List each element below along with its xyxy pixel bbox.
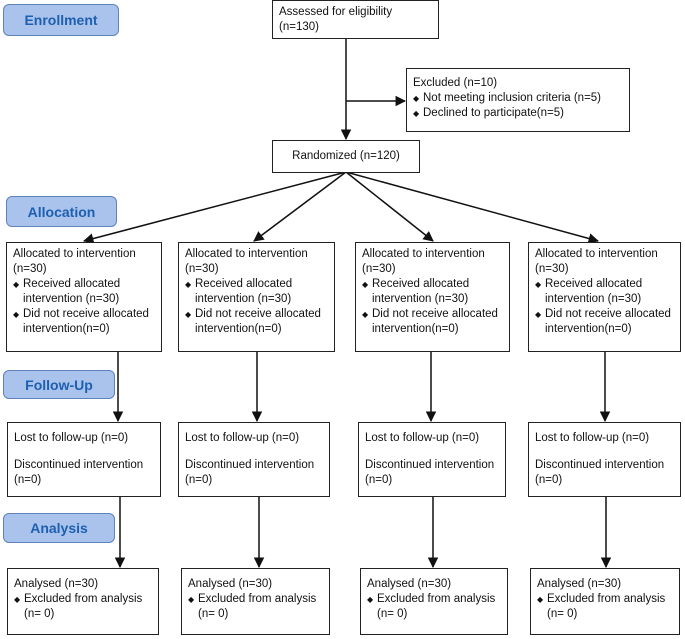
excluded-item: ◆ Declined to participate(n=5) bbox=[413, 106, 623, 121]
diamond-bullet-icon: ◆ bbox=[13, 310, 20, 319]
allocation-received-text: Received allocated intervention (n=30) bbox=[372, 278, 470, 305]
analysis-excluded: ◆Excluded from analysis (n= 0) bbox=[537, 592, 673, 622]
allocation-received: ◆Received allocated intervention (n=30) bbox=[13, 277, 155, 307]
analysis-excluded-text: Excluded from analysis (n= 0) bbox=[377, 593, 496, 620]
diamond-bullet-icon: ◆ bbox=[535, 280, 542, 289]
allocation-box-arm-4: Allocated to intervention (n=30) ◆Receiv… bbox=[528, 242, 681, 352]
excluded-item-text: Declined to participate(n=5) bbox=[423, 107, 564, 119]
analysis-analysed: Analysed (n=30) bbox=[188, 578, 273, 590]
followup-box-arm-3: Lost to follow-up (n=0) Discontinued int… bbox=[358, 422, 506, 497]
excluded-title: Excluded (n=10) bbox=[413, 77, 498, 89]
allocation-line2: (n=30) bbox=[13, 263, 47, 275]
analysis-box-arm-1: Analysed (n=30) ◆Excluded from analysis … bbox=[7, 568, 159, 635]
analysis-excluded: ◆Excluded from analysis (n= 0) bbox=[367, 592, 501, 622]
allocation-received: ◆Received allocated intervention (n=30) bbox=[362, 277, 503, 307]
diamond-bullet-icon: ◆ bbox=[535, 310, 542, 319]
diamond-bullet-icon: ◆ bbox=[14, 595, 21, 604]
allocation-not-received-text: Did not receive allocated intervention(n… bbox=[372, 308, 498, 335]
allocation-not-received-text: Did not receive allocated intervention(n… bbox=[23, 308, 149, 335]
diamond-bullet-icon: ◆ bbox=[13, 280, 20, 289]
assessed-text: Assessed for eligibility (n=130) bbox=[279, 5, 393, 33]
followup-lost: Lost to follow-up (n=0) bbox=[365, 432, 480, 444]
analysis-analysed: Analysed (n=30) bbox=[14, 578, 99, 590]
analysis-analysed: Analysed (n=30) bbox=[367, 578, 452, 590]
allocation-received: ◆Received allocated intervention (n=30) bbox=[535, 277, 674, 307]
allocation-not-received-text: Did not receive allocated intervention(n… bbox=[545, 308, 671, 335]
diamond-bullet-icon: ◆ bbox=[537, 595, 544, 604]
randomized-text: Randomized (n=120) bbox=[292, 150, 400, 162]
allocation-line1: Allocated to intervention bbox=[13, 248, 136, 260]
analysis-analysed: Analysed (n=30) bbox=[537, 578, 622, 590]
arrow-to-arm-4 bbox=[345, 171, 600, 244]
arrow-to-arm-1 bbox=[82, 171, 347, 244]
analysis-box-arm-2: Analysed (n=30) ◆Excluded from analysis … bbox=[181, 568, 330, 635]
allocation-received-text: Received allocated intervention (n=30) bbox=[195, 278, 293, 305]
allocation-not-received: ◆Did not receive allocated intervention(… bbox=[185, 307, 328, 337]
allocation-not-received: ◆Did not receive allocated intervention(… bbox=[13, 307, 155, 337]
followup-discontinued: Discontinued intervention (n=0) bbox=[185, 459, 315, 486]
stage-follow-up: Follow-Up bbox=[3, 370, 115, 399]
allocation-received-text: Received allocated intervention (n=30) bbox=[545, 278, 643, 305]
excluded-item: ◆ Not meeting inclusion criteria (n=5) bbox=[413, 91, 623, 106]
diamond-bullet-icon: ◆ bbox=[413, 109, 420, 118]
allocation-line1: Allocated to intervention bbox=[535, 248, 658, 260]
analysis-excluded-text: Excluded from analysis (n= 0) bbox=[24, 593, 143, 620]
stage-analysis: Analysis bbox=[3, 513, 115, 543]
allocation-received-text: Received allocated intervention (n=30) bbox=[23, 278, 121, 305]
allocation-line1: Allocated to intervention bbox=[185, 248, 308, 260]
arrow-to-arm-2 bbox=[253, 171, 347, 242]
followup-lost: Lost to follow-up (n=0) bbox=[185, 432, 300, 444]
diamond-bullet-icon: ◆ bbox=[362, 280, 369, 289]
diamond-bullet-icon: ◆ bbox=[413, 94, 420, 103]
followup-discontinued: Discontinued intervention (n=0) bbox=[535, 459, 665, 486]
allocation-box-arm-3: Allocated to intervention (n=30) ◆Receiv… bbox=[355, 242, 510, 352]
analysis-box-arm-4: Analysed (n=30) ◆Excluded from analysis … bbox=[530, 568, 680, 635]
analysis-excluded: ◆Excluded from analysis (n= 0) bbox=[14, 592, 152, 622]
followup-discontinued: Discontinued intervention (n=0) bbox=[365, 459, 495, 486]
allocation-not-received-text: Did not receive allocated intervention(n… bbox=[195, 308, 321, 335]
allocation-line1: Allocated to intervention bbox=[362, 248, 485, 260]
followup-box-arm-4: Lost to follow-up (n=0) Discontinued int… bbox=[528, 422, 681, 497]
diamond-bullet-icon: ◆ bbox=[185, 310, 192, 319]
diamond-bullet-icon: ◆ bbox=[188, 595, 195, 604]
analysis-excluded-text: Excluded from analysis (n= 0) bbox=[547, 593, 666, 620]
followup-box-arm-2: Lost to follow-up (n=0) Discontinued int… bbox=[178, 422, 330, 497]
excluded-box: Excluded (n=10) ◆ Not meeting inclusion … bbox=[406, 68, 630, 132]
allocation-line2: (n=30) bbox=[185, 263, 219, 275]
allocation-not-received: ◆Did not receive allocated intervention(… bbox=[535, 307, 674, 337]
allocation-received: ◆Received allocated intervention (n=30) bbox=[185, 277, 328, 307]
diamond-bullet-icon: ◆ bbox=[185, 280, 192, 289]
allocation-box-arm-2: Allocated to intervention (n=30) ◆Receiv… bbox=[178, 242, 335, 352]
randomized-box: Randomized (n=120) bbox=[272, 140, 420, 173]
diamond-bullet-icon: ◆ bbox=[362, 310, 369, 319]
stage-allocation: Allocation bbox=[6, 196, 117, 227]
analysis-box-arm-3: Analysed (n=30) ◆Excluded from analysis … bbox=[360, 568, 508, 635]
followup-lost: Lost to follow-up (n=0) bbox=[14, 432, 129, 444]
allocation-not-received: ◆Did not receive allocated intervention(… bbox=[362, 307, 503, 337]
allocation-box-arm-1: Allocated to intervention (n=30) ◆Receiv… bbox=[6, 242, 162, 352]
excluded-item-text: Not meeting inclusion criteria (n=5) bbox=[423, 92, 602, 104]
diamond-bullet-icon: ◆ bbox=[367, 595, 374, 604]
followup-box-arm-1: Lost to follow-up (n=0) Discontinued int… bbox=[7, 422, 161, 497]
analysis-excluded: ◆Excluded from analysis (n= 0) bbox=[188, 592, 323, 622]
allocation-line2: (n=30) bbox=[535, 263, 569, 275]
followup-lost: Lost to follow-up (n=0) bbox=[535, 432, 650, 444]
assessed-box: Assessed for eligibility (n=130) bbox=[272, 0, 439, 39]
stage-enrollment: Enrollment bbox=[3, 4, 119, 36]
allocation-line2: (n=30) bbox=[362, 263, 396, 275]
followup-discontinued: Discontinued intervention (n=0) bbox=[14, 459, 144, 486]
arrow-to-arm-3 bbox=[345, 171, 434, 242]
analysis-excluded-text: Excluded from analysis (n= 0) bbox=[198, 593, 317, 620]
